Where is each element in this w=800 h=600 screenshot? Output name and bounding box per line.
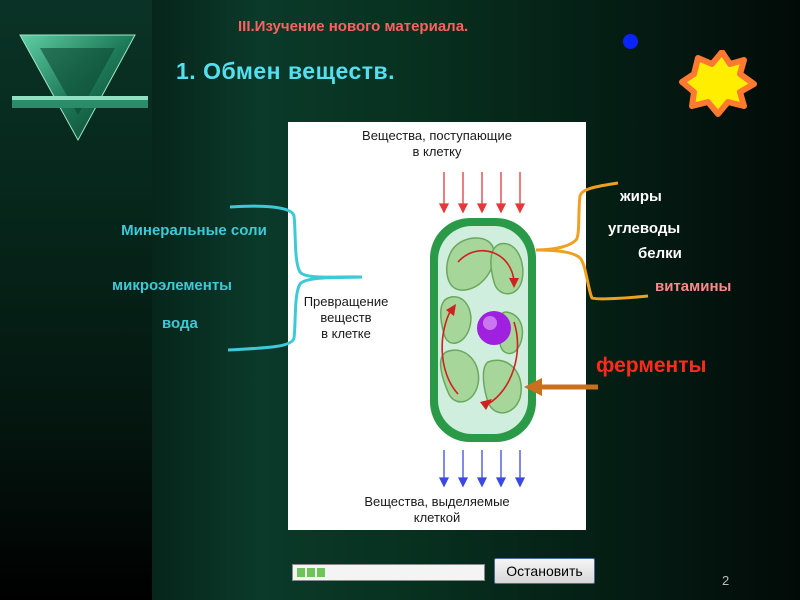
- enzymes-label: ферменты: [596, 354, 707, 377]
- section-title: III.Изучение нового материала.: [238, 18, 469, 35]
- microelements-label: микроэлементы: [112, 277, 232, 294]
- incoming-arrows: [438, 172, 526, 214]
- topic-title: 1. Обмен веществ.: [176, 58, 396, 84]
- progress-block: [317, 568, 325, 577]
- fats-label: жиры: [620, 188, 662, 205]
- vitamins-label: витамины: [655, 278, 732, 295]
- cell-body: [430, 218, 536, 442]
- cell-diagram-drawing: [430, 172, 536, 488]
- carbohydrates-label: углеводы: [608, 220, 681, 237]
- triangle-logo-icon: [12, 34, 148, 142]
- progress-block: [307, 568, 315, 577]
- media-progress-bar[interactable]: [292, 564, 485, 581]
- progress-block: [297, 568, 305, 577]
- blue-dot-icon: [623, 34, 638, 49]
- outgoing-arrows: [438, 450, 526, 488]
- transformation-label: Превращение веществ в клетке: [303, 294, 389, 341]
- mineral-salts-label: Минеральные соли: [121, 222, 267, 239]
- excreted-substances-label: Вещества, выделяемые клеткой: [364, 494, 510, 525]
- slide-number: 2: [722, 573, 730, 588]
- sun-blob-icon: [679, 50, 757, 117]
- water-label: вода: [162, 315, 198, 332]
- stop-button[interactable]: Остановить: [494, 558, 595, 584]
- proteins-label: белки: [638, 245, 682, 262]
- cell-diagram: Вещества, поступающие в клетку Превращен…: [288, 122, 586, 530]
- incoming-substances-label: Вещества, поступающие в клетку: [362, 128, 512, 159]
